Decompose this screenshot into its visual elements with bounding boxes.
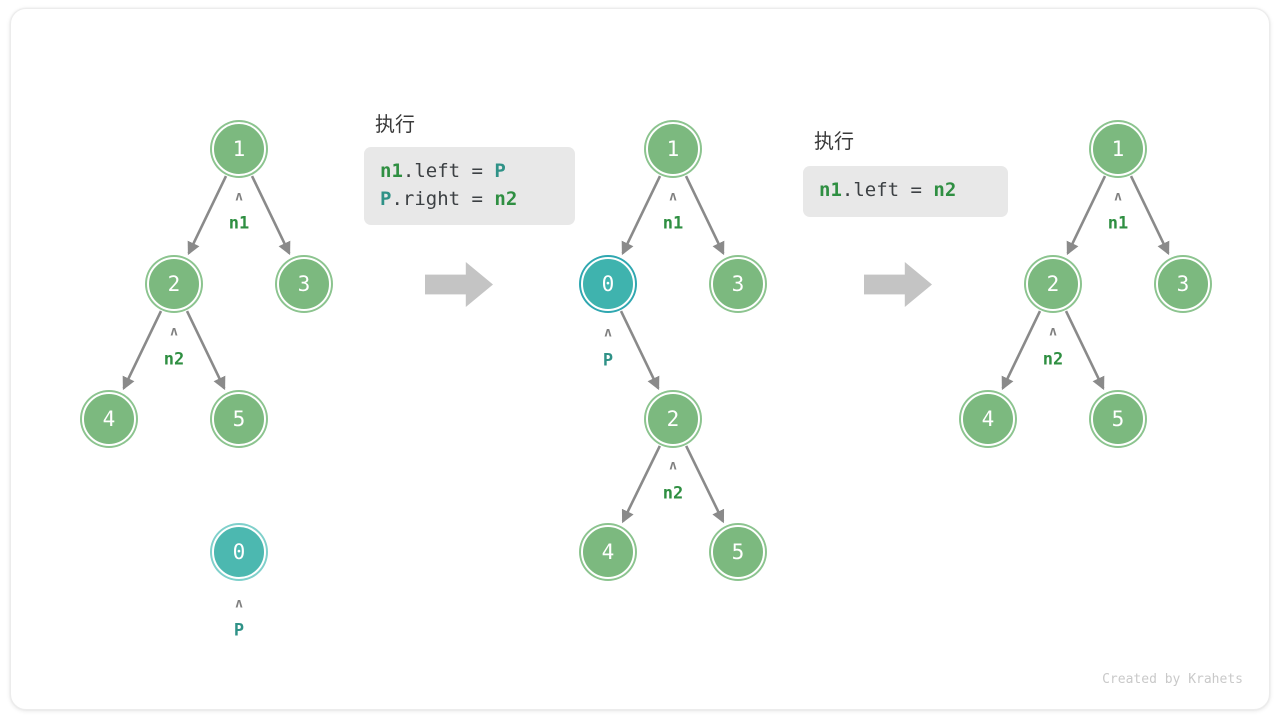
tree-edge xyxy=(122,310,163,391)
node-3: 3 xyxy=(1156,257,1210,311)
node-value: 2 xyxy=(666,406,680,431)
tree-edge xyxy=(619,310,660,391)
node-1: 1 xyxy=(1091,122,1145,176)
node-value: 4 xyxy=(102,406,116,431)
pointer-n1: n1 xyxy=(1107,213,1129,234)
node-4: 4 xyxy=(82,392,136,446)
node-value: 3 xyxy=(1176,271,1190,296)
code-token: n2 xyxy=(933,179,957,201)
node-4: 4 xyxy=(581,525,635,579)
node-1: 1 xyxy=(646,122,700,176)
code-token: n1 xyxy=(819,179,842,201)
node-value: 1 xyxy=(232,136,246,161)
code-token: n2 xyxy=(494,187,518,210)
credit-text: Created by Krahets xyxy=(1102,672,1243,687)
pointer-caret-icon: ʌ xyxy=(235,596,243,612)
node-1: 1 xyxy=(212,122,266,176)
tree-edge xyxy=(1064,310,1105,391)
pointer-caret-icon: ʌ xyxy=(669,458,677,474)
step-caption: 执行 xyxy=(814,129,854,153)
node-2: 2 xyxy=(646,392,700,446)
node-value: 1 xyxy=(1111,136,1125,161)
edges-layer xyxy=(122,175,1170,524)
node-2: 2 xyxy=(1026,257,1080,311)
code-line: P.right = n2 xyxy=(380,186,559,214)
node-value: 4 xyxy=(601,539,615,564)
node-0: 0 xyxy=(581,257,635,311)
node-0: 0 xyxy=(212,525,266,579)
code-line: n1.left = P xyxy=(380,158,559,186)
code-token: n1 xyxy=(380,160,403,182)
tree-edge xyxy=(621,175,662,256)
pointer-caret-icon: ʌ xyxy=(170,324,178,340)
code-token: .left = xyxy=(841,179,934,201)
tree-edge xyxy=(621,445,661,524)
node-3: 3 xyxy=(277,257,331,311)
node-value: 5 xyxy=(232,406,246,431)
pointer-n2: n2 xyxy=(662,483,684,504)
tree-edge xyxy=(685,445,725,524)
node-5: 5 xyxy=(1091,392,1145,446)
code-token: P xyxy=(494,160,506,182)
node-3: 3 xyxy=(711,257,765,311)
tree-edge xyxy=(1129,175,1170,256)
node-2: 2 xyxy=(147,257,201,311)
pointer-n1: n1 xyxy=(228,213,250,234)
pointer-caret-icon: ʌ xyxy=(669,189,677,205)
tree-edge xyxy=(250,175,291,256)
node-value: 1 xyxy=(666,136,680,161)
node-value: 0 xyxy=(232,539,246,564)
tree-edge xyxy=(684,175,725,256)
pointer-n2: n2 xyxy=(163,349,185,370)
tree-edge xyxy=(1066,175,1107,256)
pointer-n2: n2 xyxy=(1042,349,1064,370)
pointer-caret-icon: ʌ xyxy=(1049,324,1057,340)
code-token: .left = xyxy=(402,160,495,182)
step-caption: 执行 xyxy=(375,112,415,136)
node-4: 4 xyxy=(961,392,1015,446)
code-token: P xyxy=(380,187,392,210)
node-value: 4 xyxy=(981,406,995,431)
pointer-caret-icon: ʌ xyxy=(1114,189,1122,205)
pointer-n1: n1 xyxy=(662,213,684,234)
code-token: .right = xyxy=(391,187,495,210)
node-value: 5 xyxy=(731,539,745,564)
tree-edge xyxy=(185,310,226,391)
pointer-p: P xyxy=(233,620,245,641)
node-value: 3 xyxy=(297,271,311,296)
pointer-p: P xyxy=(602,350,614,371)
node-5: 5 xyxy=(212,392,266,446)
node-value: 2 xyxy=(1046,271,1060,296)
node-value: 3 xyxy=(731,271,745,296)
pointer-caret-icon: ʌ xyxy=(604,325,612,341)
tree-edge xyxy=(1001,310,1042,391)
node-value: 5 xyxy=(1111,406,1125,431)
node-5: 5 xyxy=(711,525,765,579)
node-value: 0 xyxy=(601,271,615,296)
code-block: n1.left = n2 xyxy=(803,166,1008,217)
tree-edge xyxy=(187,175,228,256)
flow-arrow-2 xyxy=(864,262,932,307)
code-line: n1.left = n2 xyxy=(819,177,992,205)
flow-arrow-1 xyxy=(425,262,493,307)
pointer-caret-icon: ʌ xyxy=(235,189,243,205)
node-value: 2 xyxy=(167,271,181,296)
